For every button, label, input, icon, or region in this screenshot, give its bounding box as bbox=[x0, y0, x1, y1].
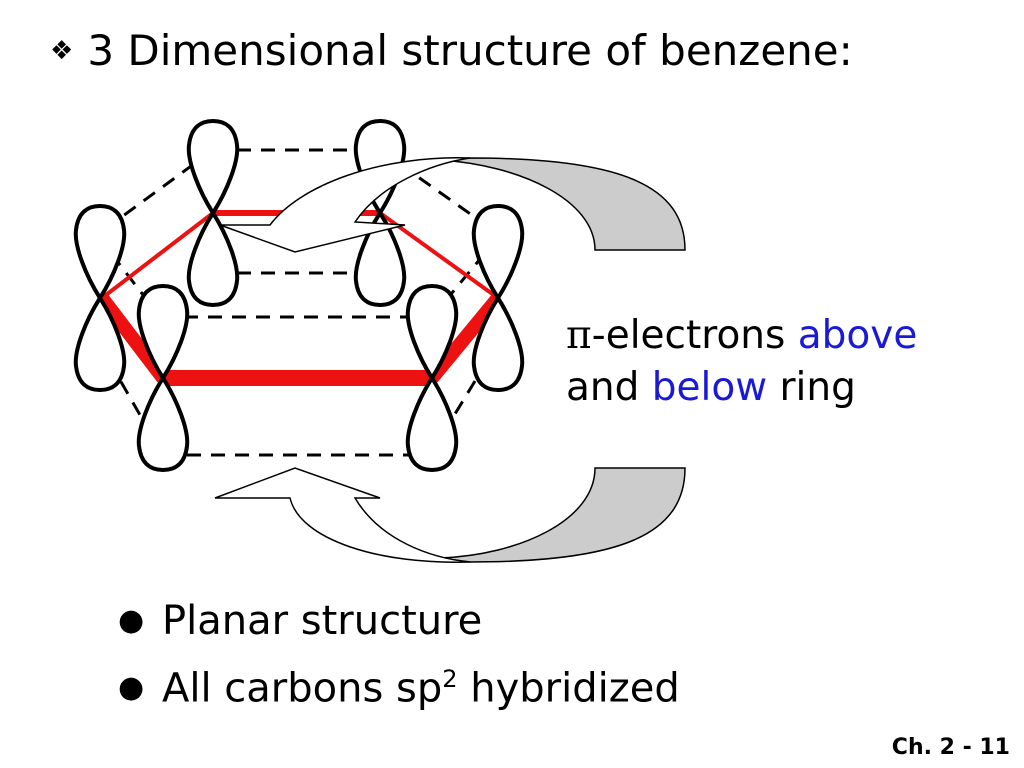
pi-label-line-1: π-electrons above bbox=[566, 310, 917, 362]
carbon-ring bbox=[96, 210, 504, 386]
curved-arrow-top bbox=[219, 157, 686, 253]
curved-arrow-bottom bbox=[214, 467, 686, 563]
slide-title-text: 3 Dimensional structure of benzene: bbox=[87, 26, 853, 75]
bullet-dot-icon: ● bbox=[118, 670, 145, 706]
pi-label-part1: -electrons bbox=[591, 313, 798, 358]
pi-electrons-label: π-electrons above and below ring bbox=[566, 310, 917, 414]
pi-label-above: above bbox=[797, 313, 918, 358]
bullet-text-end: hybridized bbox=[457, 665, 680, 712]
slide-title: ❖ 3 Dimensional structure of benzene: bbox=[50, 26, 853, 76]
list-item: ● Planar structure bbox=[118, 592, 680, 650]
bullet-dot-icon: ● bbox=[118, 603, 145, 638]
bullet-text: Planar structure bbox=[162, 598, 483, 644]
pi-label-line-2: and below ring bbox=[566, 362, 917, 414]
p-orbital-right bbox=[471, 204, 525, 392]
bullet-superscript: 2 bbox=[442, 665, 458, 693]
slide-number: Ch. 2 - 11 bbox=[891, 735, 1010, 760]
bullet-text: All carbons sp bbox=[162, 665, 443, 712]
pi-symbol: π bbox=[566, 313, 592, 358]
pi-label-below: below bbox=[651, 365, 768, 410]
pi-label-part3: ring bbox=[767, 365, 856, 410]
diamond-bullet-icon: ❖ bbox=[50, 36, 74, 66]
pi-label-part2: and bbox=[566, 365, 652, 410]
p-orbital-left bbox=[73, 204, 127, 392]
dashed-overlap-lines-bottom bbox=[95, 271, 502, 457]
list-item: ● All carbons sp2 hybridized bbox=[118, 650, 680, 717]
bullet-list: ● Planar structure ● All carbons sp2 hybri… bbox=[118, 592, 680, 717]
